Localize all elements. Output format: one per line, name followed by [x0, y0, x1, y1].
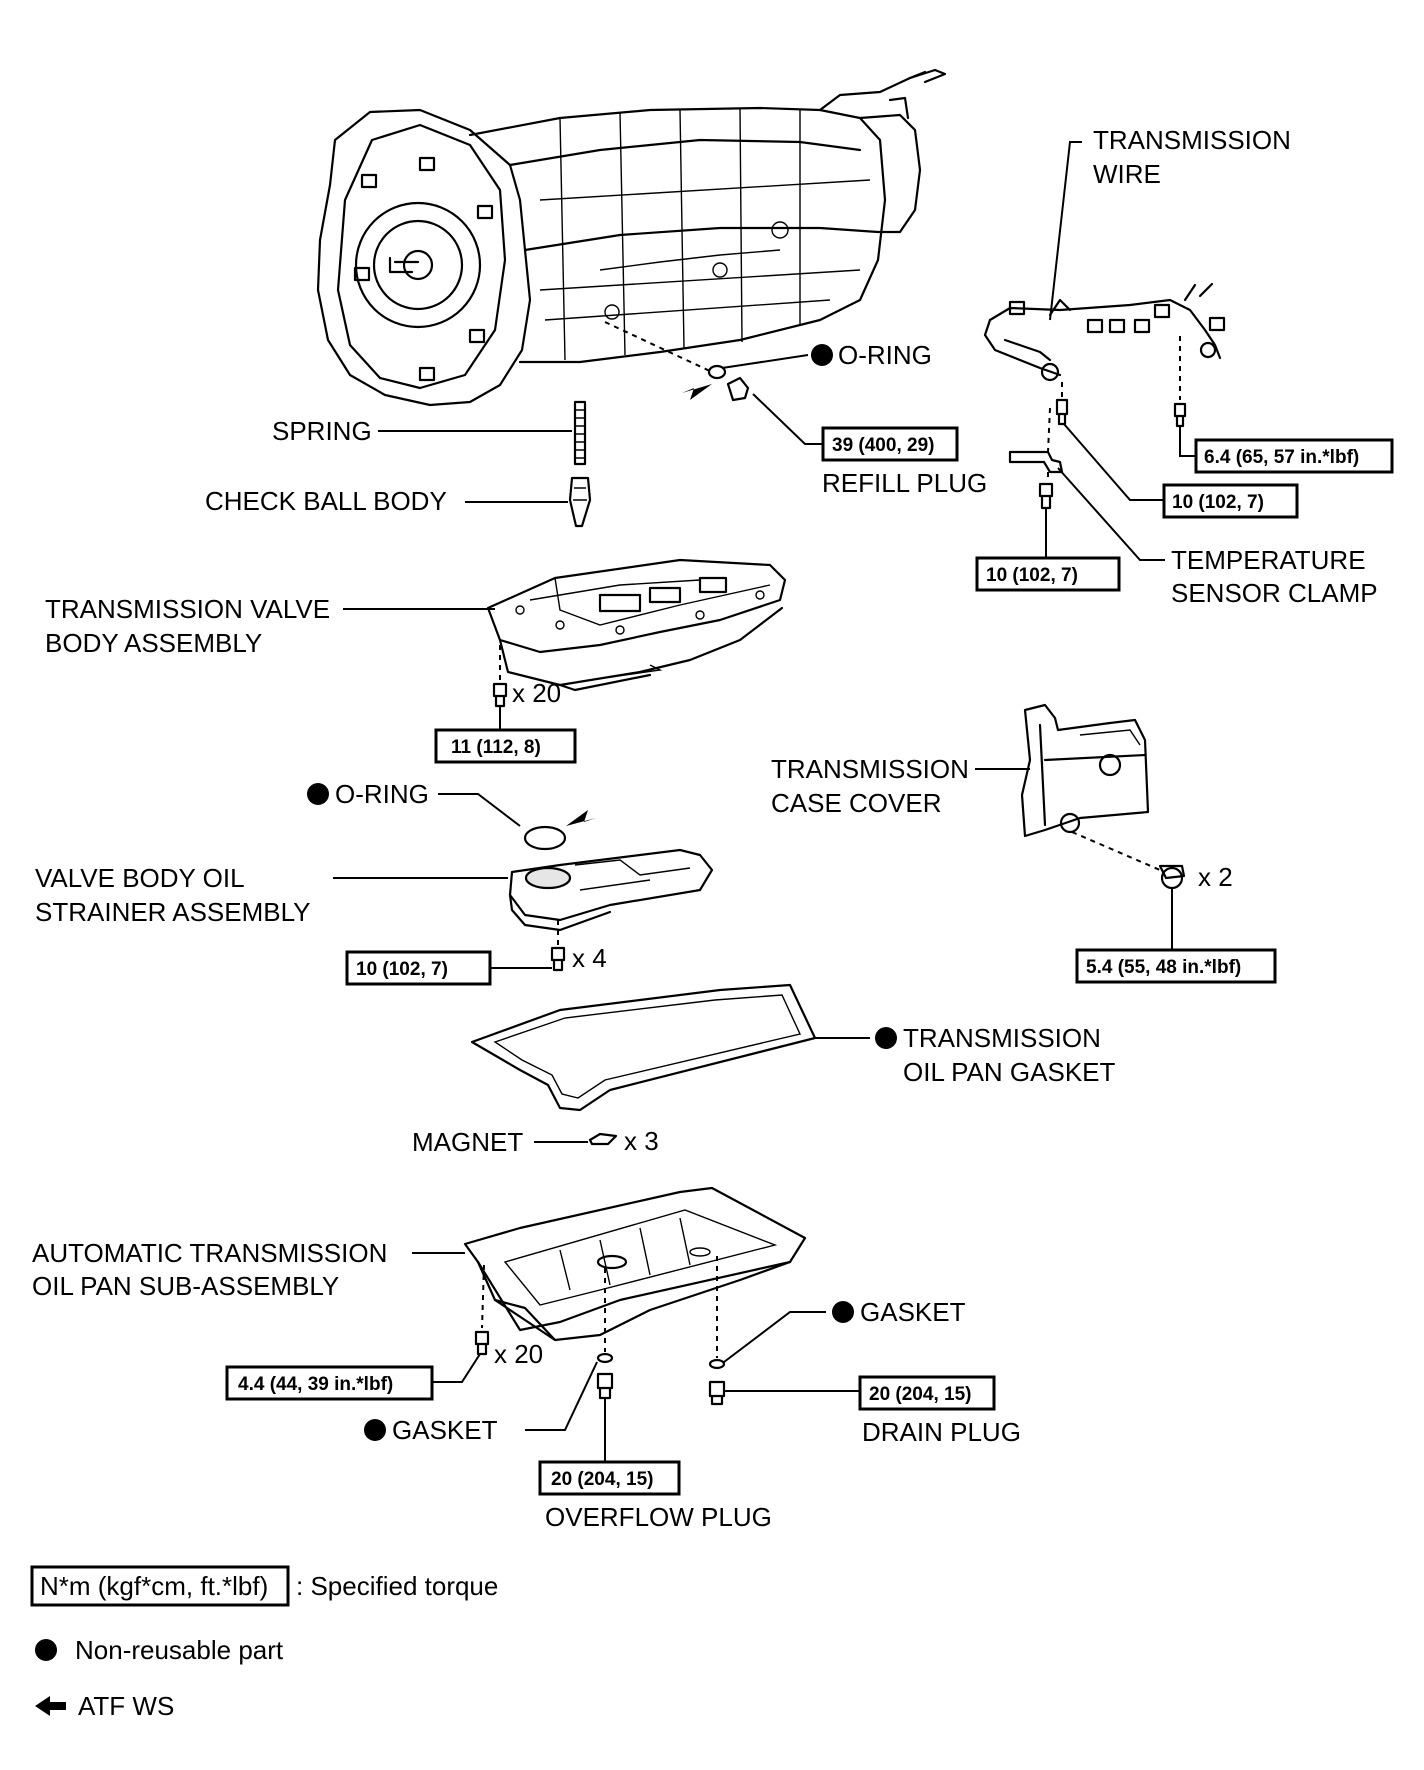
check-ball-body-label: CHECK BALL BODY — [205, 486, 447, 516]
drain-plug-torque: 20 (204, 15) — [869, 1384, 971, 1405]
oil-pan-gasket-drawing — [470, 983, 817, 1112]
drain-plug-label: DRAIN PLUG — [862, 1417, 1021, 1447]
wire-bolt-mid — [1055, 398, 1069, 426]
oil-strainer-label-1: VALVE BODY OIL — [35, 863, 245, 893]
drain-plug-drawing — [708, 1380, 726, 1406]
refill-plug-label: REFILL PLUG — [822, 468, 987, 498]
case-cover-bolt-qty: x 2 — [1198, 862, 1233, 892]
non-reusable-dot — [364, 1419, 386, 1441]
transmission-wire-label-1: TRANSMISSION — [1093, 125, 1291, 155]
strainer-bolt-qty: x 4 — [572, 943, 607, 973]
temperature-sensor-clamp-drawing — [1008, 450, 1064, 474]
magnet-qty: x 3 — [624, 1126, 659, 1156]
non-reusable-dot — [35, 1639, 57, 1661]
refill-plug-torque: 39 (400, 29) — [832, 435, 934, 456]
transmission-assembly-drawing — [316, 68, 947, 407]
o-ring-strainer-label: O-RING — [335, 779, 429, 809]
spring-label: SPRING — [272, 416, 372, 446]
case-cover-label-1: TRANSMISSION — [771, 754, 969, 784]
overflow-plug-torque: 20 (204, 15) — [551, 1469, 653, 1490]
legend-torque-unit: N*m (kgf*cm, ft.*lbf) — [40, 1571, 268, 1601]
legend: N*m (kgf*cm, ft.*lbf) : Specified torque… — [30, 1565, 498, 1721]
legend-torque-box — [30, 1565, 290, 1607]
valve-body-label-1: TRANSMISSION VALVE — [45, 594, 330, 624]
case-cover-bolt — [1158, 864, 1186, 890]
valve-body-label-2: BODY ASSEMBLY — [45, 628, 262, 658]
oil-pan-label-1: AUTOMATIC TRANSMISSION — [32, 1238, 387, 1268]
magnet-label: MAGNET — [412, 1127, 523, 1157]
non-reusable-dot — [832, 1301, 854, 1323]
oil-pan-label-2: OIL PAN SUB-ASSEMBLY — [32, 1271, 339, 1301]
temperature-sensor-clamp-label-2: SENSOR CLAMP — [1171, 578, 1378, 608]
overflow-plug-label: OVERFLOW PLUG — [545, 1502, 772, 1532]
strainer-bolt — [550, 946, 566, 972]
wire-bolt-right — [1173, 402, 1187, 428]
oil-pan-bolt — [474, 1330, 490, 1356]
oil-pan-gasket-label-2: OIL PAN GASKET — [903, 1057, 1116, 1087]
wire-bolt-mid-torque: 10 (102, 7) — [1172, 492, 1264, 513]
gasket-drain-label: GASKET — [860, 1297, 966, 1327]
o-ring-refill — [707, 364, 727, 380]
case-cover-bolt-torque: 5.4 (55, 48 in.*lbf) — [1086, 957, 1241, 978]
oil-pan-drawing — [463, 1186, 807, 1342]
oil-pan-bolt-qty: x 20 — [494, 1339, 543, 1369]
atf-arrow — [682, 384, 712, 400]
refill-plug-group — [604, 321, 833, 445]
wire-bolt-right-torque: 6.4 (65, 57 in.*lbf) — [1204, 447, 1359, 468]
clamp-bolt-torque: 10 (102, 7) — [986, 565, 1078, 586]
non-reusable-dot — [811, 344, 833, 366]
check-ball-body-drawing — [568, 476, 592, 528]
legend-atf: ATF WS — [78, 1691, 174, 1721]
strainer-bolt-torque: 10 (102, 7) — [356, 959, 448, 980]
atf-arrow — [566, 810, 596, 826]
spring-drawing — [573, 400, 587, 466]
o-ring-top-label: O-RING — [838, 340, 932, 370]
legend-non-reusable: Non-reusable part — [75, 1635, 284, 1665]
non-reusable-dot — [875, 1027, 897, 1049]
legend-torque-desc: : Specified torque — [296, 1571, 498, 1601]
case-cover-drawing — [1020, 703, 1150, 838]
oil-strainer-drawing — [508, 848, 714, 932]
oil-pan-bolt-torque: 4.4 (44, 39 in.*lbf) — [238, 1374, 393, 1395]
case-cover-label-2: CASE COVER — [771, 788, 942, 818]
valve-body-bolt-torque: 11 (112, 8) — [451, 737, 541, 758]
transmission-wire-label-2: WIRE — [1093, 159, 1161, 189]
valve-body-drawing — [486, 558, 787, 692]
magnet-drawing — [588, 1132, 618, 1146]
o-ring-strainer — [523, 825, 567, 851]
valve-body-bolt — [492, 682, 508, 708]
refill-plug-drawing — [726, 376, 750, 402]
transmission-wire-drawing — [983, 282, 1226, 382]
oil-strainer-label-2: STRAINER ASSEMBLY — [35, 897, 311, 927]
clamp-bolt — [1038, 482, 1054, 510]
non-reusable-dot — [307, 783, 329, 805]
atf-arrow-icon — [35, 1696, 66, 1716]
gasket-overflow-label: GASKET — [392, 1415, 498, 1445]
temperature-sensor-clamp-label-1: TEMPERATURE — [1171, 545, 1366, 575]
gasket-drain — [708, 1358, 726, 1370]
gasket-overflow — [596, 1352, 614, 1364]
oil-pan-gasket-label-1: TRANSMISSION — [903, 1023, 1101, 1053]
valve-body-bolt-qty: x 20 — [512, 678, 561, 708]
overflow-plug-drawing — [596, 1372, 614, 1400]
